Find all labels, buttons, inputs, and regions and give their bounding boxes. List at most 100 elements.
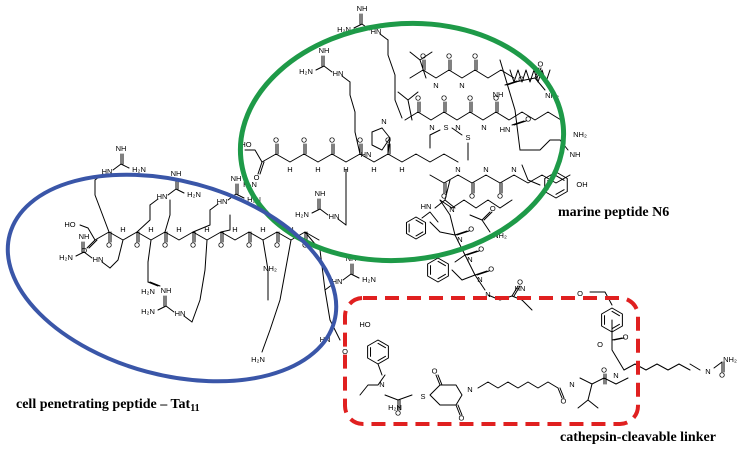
bond (464, 250, 478, 256)
atom-label: O (81, 246, 87, 255)
bond (147, 281, 159, 287)
atom-label: O (488, 265, 494, 274)
bond (83, 251, 93, 259)
bond (371, 127, 391, 151)
bond (435, 374, 441, 386)
atom-label: H₂N (299, 67, 313, 76)
atom-label: N (467, 255, 472, 264)
atom-label: O (246, 240, 252, 249)
atom-label: HN (515, 284, 526, 293)
atom-label: N (481, 123, 486, 132)
atom-label: NH (570, 150, 581, 159)
atom-label: O (468, 225, 474, 234)
atom-label: O (162, 240, 168, 249)
bond (175, 188, 185, 194)
bond (429, 129, 441, 149)
atom-label: O (601, 365, 607, 374)
bond (79, 224, 96, 241)
atom-label: HN (371, 27, 382, 36)
atom-label: O (446, 51, 452, 60)
atom-label: O (134, 240, 140, 249)
bond (466, 250, 480, 256)
atom-label: HN (102, 167, 113, 176)
bond (415, 219, 424, 225)
bond (521, 164, 541, 186)
bond (439, 199, 513, 209)
atom-label: O (478, 245, 484, 254)
atom-label: O (537, 59, 543, 68)
atom-label: NH (357, 4, 368, 13)
tat-region-label: cell penetrating peptide – Tat11 (16, 397, 200, 414)
atom-label: O (432, 366, 438, 375)
atom-label: H (343, 165, 348, 174)
bond (167, 188, 177, 196)
bond (601, 307, 623, 333)
bond (613, 337, 625, 341)
bond (157, 305, 167, 311)
atom-label: N (613, 371, 618, 380)
atom-label: NH₂ (263, 264, 277, 273)
bond (405, 216, 427, 240)
bond (192, 209, 211, 233)
bond (623, 363, 691, 371)
atom-label: HN (217, 197, 228, 206)
atom-label: HN (175, 309, 186, 318)
bond (407, 91, 419, 101)
bond (261, 239, 292, 353)
bond (342, 273, 352, 281)
bond (587, 399, 599, 409)
atom-label: H₂N (295, 210, 309, 219)
atom-label: NH (231, 174, 242, 183)
bond (147, 239, 152, 283)
bond (419, 51, 433, 61)
atom-label: O (597, 340, 603, 349)
bond (454, 254, 466, 263)
atom-label: H₂N (132, 165, 146, 174)
bond (409, 69, 515, 79)
atom-label: NH₂ (573, 130, 587, 139)
atom-label: N (459, 81, 464, 90)
region-highlights (5, 20, 640, 426)
bond (519, 139, 561, 151)
bond (454, 230, 468, 236)
atom-label: H₂N (388, 403, 402, 412)
bond (353, 23, 363, 29)
atom-label: HN (329, 212, 340, 221)
atom-label: NH₂ (723, 355, 737, 364)
bond (397, 91, 413, 121)
atom-label: N (511, 165, 516, 174)
atom-label: O (517, 277, 523, 286)
bond (421, 211, 439, 223)
bond (323, 65, 333, 73)
bond (149, 281, 161, 287)
bond (481, 211, 491, 221)
atom-label: O (719, 370, 725, 379)
tat-label-text: cell penetrating peptide – Tat (16, 397, 191, 412)
atom-label: O (357, 135, 363, 144)
bond (415, 231, 424, 237)
bond (559, 387, 565, 399)
atom-label: NH (171, 169, 182, 178)
atom-label: H (232, 225, 237, 234)
bond (384, 394, 413, 401)
bond (209, 203, 219, 211)
atom-label: O (490, 204, 496, 213)
bond (235, 193, 245, 199)
bond (377, 363, 383, 376)
atom-label: N (449, 205, 454, 214)
atom-label: N (485, 290, 490, 299)
molecule-bonds (75, 13, 725, 416)
bond (611, 310, 620, 317)
bond (377, 342, 386, 349)
bond (404, 111, 562, 121)
bond (455, 404, 461, 416)
bond (557, 387, 563, 399)
bond (262, 239, 269, 301)
bond (429, 384, 463, 406)
bond (437, 260, 446, 267)
bond (183, 315, 193, 323)
bond (451, 127, 463, 136)
atom-label: O (301, 135, 307, 144)
bond (359, 374, 386, 396)
